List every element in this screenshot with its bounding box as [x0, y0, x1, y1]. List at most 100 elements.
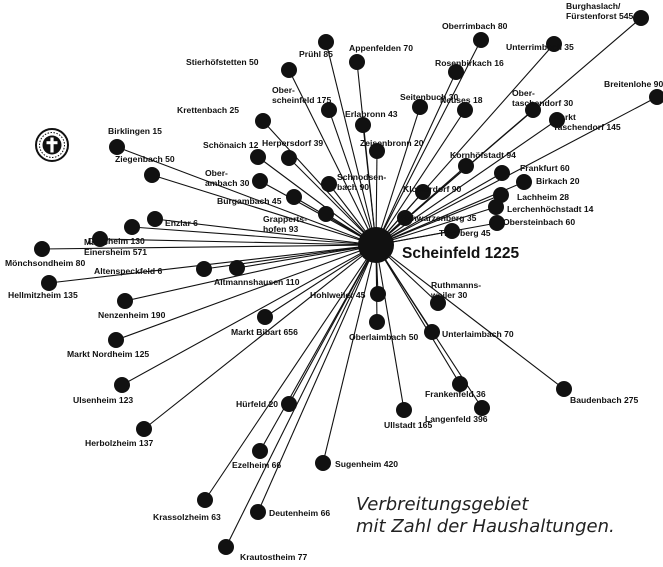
spoke-seitenbuch [375, 106, 421, 246]
spoke-krautostheim [225, 244, 377, 548]
node-baudenbach [556, 381, 572, 397]
label-oberlaimbach: Oberlaimbach 50 [349, 332, 418, 342]
label-line: Krassolzheim 63 [153, 512, 221, 522]
spoke-birklingen [116, 146, 377, 246]
node-markttaschendorf [549, 112, 565, 128]
label-burghaslach: Burghaslach/Fürstenforst 545 [566, 1, 634, 21]
label-line: Krautostheim 77 [240, 552, 308, 562]
spoke-krettenbach [262, 120, 377, 246]
label-line: Deutenheim 66 [269, 508, 330, 518]
label-line: Breitenlohe 90 [604, 79, 663, 89]
node-pruehl [318, 34, 334, 50]
spoke-lerchenhoechstadt [375, 206, 497, 246]
spoke-breitenlohe [375, 96, 658, 246]
label-line: Ober- [205, 168, 228, 178]
node-neuses [457, 102, 473, 118]
label-line: Lachheim 28 [517, 192, 569, 202]
label-line: Birklingen 15 [108, 126, 162, 136]
label-schwarzenberg: Schwarzenberg 35 [401, 213, 477, 223]
label-oberscheinfeld: Ober-scheinfeld 175 [272, 85, 331, 105]
label-obersteinbach: Obersteinbach 60 [503, 217, 575, 227]
node-schwarzenberg [397, 210, 413, 226]
label-line: Kornhöfstadt 94 [450, 150, 516, 160]
label-line: taschendorf 30 [512, 98, 573, 108]
label-line: Markt [84, 237, 107, 247]
label-line: Schönaich 12 [203, 140, 259, 150]
spoke-moenchsondheim [41, 244, 377, 250]
label-line: Stierhöfstetten 50 [186, 57, 259, 67]
label-line: Burgambach 45 [217, 196, 282, 206]
node-hellmitzheim [41, 275, 57, 291]
label-line: Burghaslach/ [566, 1, 621, 11]
node-oberambach [252, 173, 268, 189]
label-line: Hohlweiler 45 [310, 290, 366, 300]
label-line: Taschendorf 145 [553, 122, 621, 132]
label-line: Nenzenheim 190 [98, 310, 166, 320]
node-birkach [516, 174, 532, 190]
label-thierberg: Thierberg 45 [439, 228, 491, 238]
spoke-nenzenheim [124, 244, 377, 302]
node-ulsenheim [114, 377, 130, 393]
label-rosenbirkach: Rosenbirkach 16 [435, 58, 504, 68]
spoke-deutenheim [257, 244, 377, 513]
label-altmannshausen: Altmannshausen 110 [214, 277, 300, 287]
label-appenfelden: Appenfelden 70 [349, 43, 413, 53]
node-langenfeld [474, 400, 490, 416]
label-line: Seitenbuch 30 [400, 92, 458, 102]
label-line: Obersteinbach 60 [503, 217, 575, 227]
label-neuses: Neuses 18 [440, 95, 483, 105]
spoke-frankfurt [375, 172, 503, 246]
node-kornhoefstadt [458, 158, 474, 174]
label-ulsenheim: Ulsenheim 123 [73, 395, 133, 405]
label-line: Unterlaimbach 70 [442, 329, 514, 339]
spoke-hellmitzheim [48, 244, 377, 284]
label-baudenbach: Baudenbach 275 [570, 395, 639, 405]
spoke-krassolzheim [204, 244, 377, 501]
node-lerchenhoechstadt [488, 199, 504, 215]
label-stierhoefstetten: Stierhöfstetten 50 [186, 57, 259, 67]
label-frankfurt: Frankfurt 60 [520, 163, 570, 173]
spoke-ziegenbach [151, 174, 377, 246]
node-marktnordheim [108, 332, 124, 348]
label-line: Neuses 18 [440, 95, 483, 105]
node-obemimbach [473, 32, 489, 48]
node-herbolzheim [136, 421, 152, 437]
node-obersteinbach [489, 215, 505, 231]
spoke-oberscheinfeld [328, 109, 377, 246]
label-ezelheim: Ezelheim 66 [232, 460, 281, 470]
spoke-pruehl [325, 41, 377, 246]
spoke-frankenfeld [375, 244, 461, 385]
label-huerfeld: Hürfeld 20 [236, 399, 278, 409]
spoke-altmannshausen [236, 244, 377, 269]
label-krettenbach: Krettenbach 25 [177, 105, 239, 115]
label-line: Dornheim 130 [88, 236, 145, 246]
spoke-rosenbirkach [375, 71, 457, 246]
node-huerfeld [281, 396, 297, 412]
label-line: Ziegenbach 50 [115, 154, 175, 164]
node-sugenheim [315, 455, 331, 471]
label-line: Schwarzenberg 35 [401, 213, 477, 223]
label-line: Ober- [512, 88, 535, 98]
label-line: Herbolzheim 137 [85, 438, 154, 448]
label-line: Prühl 85 [299, 49, 333, 59]
node-deutenheim [250, 504, 266, 520]
label-line: Herpersdorf 39 [262, 138, 323, 148]
caption-line-2: mit Zahl der Haushaltungen. [356, 516, 615, 537]
label-line: Zeisenbronn 20 [360, 138, 424, 148]
node-ezelheim [252, 443, 268, 459]
node-rosenbirkach [448, 64, 464, 80]
label-marktbibart: Markt Bibart 656 [231, 327, 298, 337]
node-obertaschendorf [525, 102, 541, 118]
label-lerchenhoechstadt: Lerchenhöchstadt 14 [507, 204, 594, 214]
label-breitenlohe: Breitenlohe 90 [604, 79, 663, 89]
label-line: Thierberg 45 [439, 228, 491, 238]
label-line: Altenspeckfeld 6 [94, 266, 163, 276]
node-markteinersheim [92, 231, 108, 247]
spoke-kornhoefstadt [375, 165, 467, 246]
label-ullstadt: Ullstadt 165 [384, 420, 432, 430]
spoke-ulsenheim [121, 244, 377, 386]
node-frankenfeld [452, 376, 468, 392]
label-line: Lerchenhöchstadt 14 [507, 204, 594, 214]
spoke-enzlar [154, 218, 377, 246]
node-zeisenbronn [369, 143, 385, 159]
